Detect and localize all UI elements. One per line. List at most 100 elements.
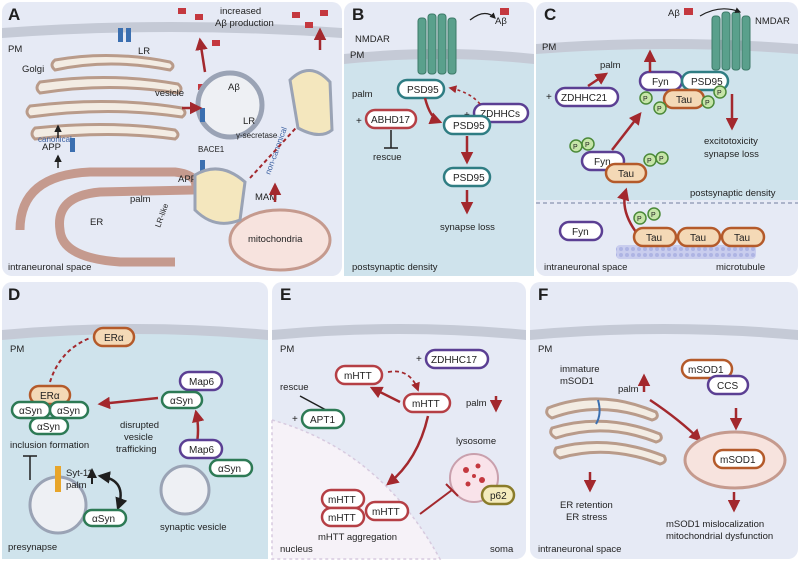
zdhhc17-box xyxy=(424,348,490,370)
immature-label-2: mSOD1 xyxy=(560,376,594,387)
binding-arrow xyxy=(469,12,496,21)
panel-f-letter: F xyxy=(538,285,548,304)
psd95-label: PSD95 xyxy=(691,77,723,88)
asyn-box-2 xyxy=(48,400,90,420)
palm-label: palm xyxy=(600,60,621,71)
disrupted-label-2: vesicle xyxy=(124,432,153,443)
mhtt-label-1: mHTT xyxy=(344,371,372,382)
phospho-labels: P P P P P P P P P P xyxy=(573,90,722,223)
increased-label-1: increased xyxy=(220,6,261,17)
rescue-label: rescue xyxy=(280,382,309,393)
vesicle-label: vesicle xyxy=(155,88,184,99)
psd95-mid xyxy=(442,114,492,136)
mam-label: MAM xyxy=(255,192,277,203)
asyn-presyn-label: αSyn xyxy=(92,514,115,525)
psd95-top xyxy=(396,78,446,100)
arrow xyxy=(611,112,642,151)
canonical-label: canonical xyxy=(38,135,72,144)
gamma-secretase-label: γ-secretase xyxy=(236,131,278,140)
abeta-label: Aβ xyxy=(495,16,507,27)
lr-label-1: LR xyxy=(138,46,150,57)
asyn-box-3 xyxy=(28,416,70,436)
syt11-protein xyxy=(55,466,61,492)
panel-a: A PM increased Aβ production Golgi LR ve… xyxy=(2,2,342,276)
p-label: P xyxy=(585,142,590,149)
disrupted-label-3: trafficking xyxy=(116,444,156,455)
phospho-groups-top xyxy=(639,85,727,115)
region-label: presynapse xyxy=(8,542,57,553)
inclusion-label: inclusion formation xyxy=(10,440,89,451)
tau-box-c xyxy=(720,226,766,248)
pm-label: PM xyxy=(542,42,556,53)
agg-label-1: mHTT xyxy=(328,495,356,506)
arrow xyxy=(617,187,638,233)
p62-box xyxy=(480,484,516,506)
tau-box-a xyxy=(632,226,678,248)
pm-label: PM xyxy=(10,344,24,355)
binding-arrow xyxy=(699,7,742,17)
phospho-groups-mid xyxy=(569,137,669,167)
depalm-arrow xyxy=(423,97,443,125)
aggregation-label: mHTT aggregation xyxy=(318,532,397,543)
tau-label-2: Tau xyxy=(618,169,634,180)
er-retention-label: ER retention xyxy=(560,500,613,511)
region-label: postsynaptic density xyxy=(352,262,438,273)
msod1-mito-label: mSOD1 xyxy=(720,455,756,466)
p-label: P xyxy=(647,158,652,165)
nmdar-label: NMDAR xyxy=(755,16,790,27)
fyn-label-3: Fyn xyxy=(572,227,589,238)
synapse-loss-label: synapse loss xyxy=(704,149,759,160)
nmdar-label: NMDAR xyxy=(355,34,390,45)
arrow xyxy=(587,72,609,88)
panel-e: E PM + ZDHHC17 mHTT mHTT palm rescue + A… xyxy=(271,282,526,560)
era-top-label: ERα xyxy=(104,333,124,344)
p-label: P xyxy=(705,100,710,107)
plus-sign: + xyxy=(292,414,298,425)
synaptic-vesicle-right xyxy=(159,464,211,516)
app-label-2: APP xyxy=(178,174,197,185)
msod1-top-label: mSOD1 xyxy=(688,365,724,376)
plasma-membrane xyxy=(2,22,342,38)
lipid-raft-vesicle xyxy=(288,69,334,136)
abeta-square xyxy=(500,8,509,15)
panel-b: B PM NMDAR Aβ palm PSD95 ZDHHCs + + ABHD… xyxy=(344,2,534,276)
agg-label-2: mHTT xyxy=(328,513,356,524)
map6-bottom-box xyxy=(178,438,224,460)
lysosome-contents xyxy=(463,463,485,487)
curved-arrow xyxy=(97,471,128,511)
tau-box-mid xyxy=(604,162,648,184)
plasma-membrane xyxy=(272,324,526,340)
asyn-label-2: αSyn xyxy=(57,406,80,417)
mitochondrion xyxy=(228,208,332,272)
ccs-box xyxy=(706,374,750,396)
panel-a-letter: A xyxy=(8,5,20,24)
lr-label-2: LR xyxy=(243,116,255,127)
palm-arrow xyxy=(448,85,481,105)
zdhhc21-box xyxy=(554,86,620,108)
dashed-path xyxy=(49,337,91,383)
region-label: intraneuronal space xyxy=(8,262,91,273)
msod1-protein-er xyxy=(595,399,601,425)
psd95-mid-label: PSD95 xyxy=(453,121,485,132)
asyn-mid-label: αSyn xyxy=(170,396,193,407)
msod1-mito-box xyxy=(712,448,766,470)
pm-label: PM xyxy=(8,44,22,55)
psd95-top-label: PSD95 xyxy=(407,85,439,96)
inhibition-bar xyxy=(445,483,459,497)
plus-sign: + xyxy=(356,116,362,127)
tau-label-c: Tau xyxy=(734,233,750,244)
rescue-label: rescue xyxy=(373,152,402,163)
plus-sign: + xyxy=(416,354,422,365)
palm-label: palm xyxy=(352,89,373,100)
nmdar-receptor xyxy=(711,11,751,71)
p-label: P xyxy=(651,212,656,219)
microtubule-label: microtubule xyxy=(716,262,765,273)
fyn-box-bottom xyxy=(558,220,604,242)
mislocalization-label: mSOD1 mislocalization xyxy=(666,519,764,530)
pm-label: PM xyxy=(280,344,294,355)
map6-top-box xyxy=(178,370,224,392)
p62-label: p62 xyxy=(490,491,507,502)
agg-box-2 xyxy=(320,506,366,528)
nmdar-receptor xyxy=(417,13,457,75)
palm-arrow xyxy=(387,370,420,392)
